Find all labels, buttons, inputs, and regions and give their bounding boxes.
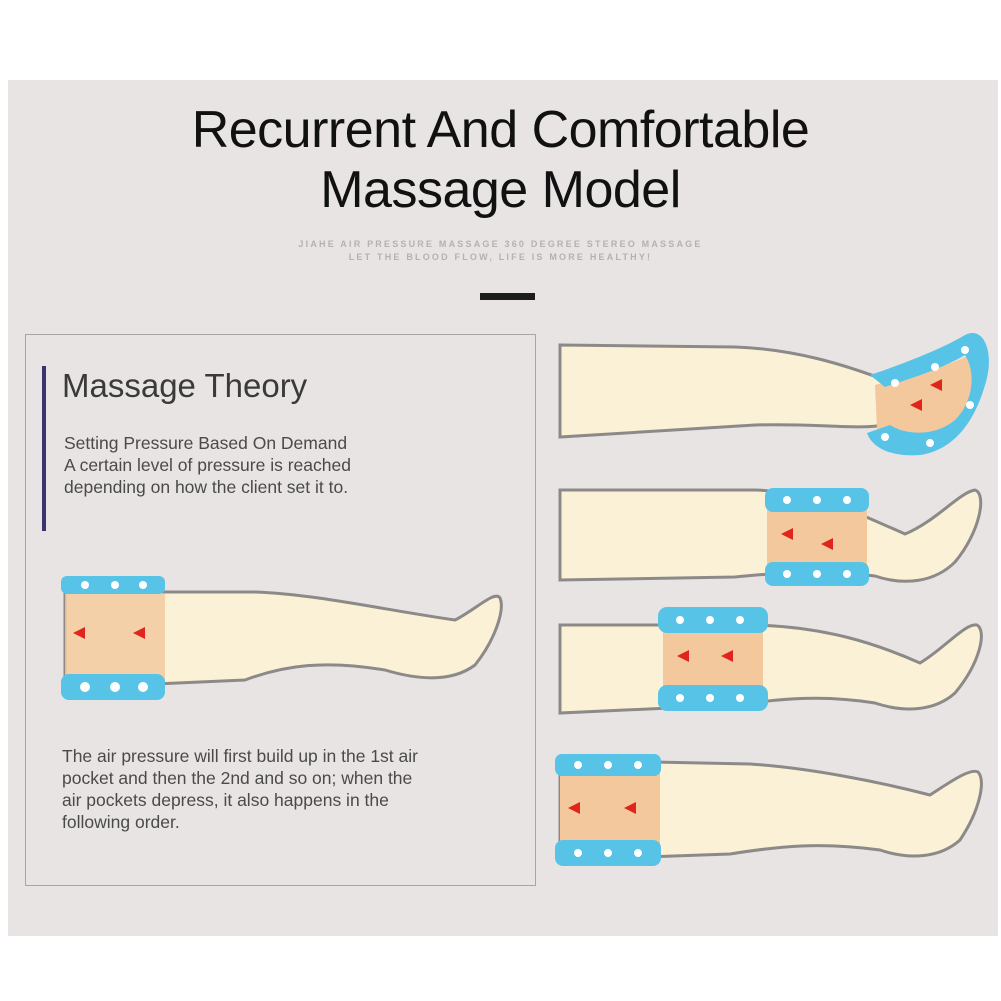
leg-illustration-thigh: [555, 754, 983, 866]
subtitle-line-2: LET THE BLOOD FLOW, LIFE IS MORE HEALTHY…: [348, 252, 653, 262]
theory-box: [25, 334, 536, 886]
note-line-2: pocket and then the 2nd and so on; when …: [62, 768, 413, 788]
leg-shape: [558, 343, 887, 439]
air-cuff-foot: [867, 333, 989, 456]
subtitle: JIAHE AIR PRESSURE MASSAGE 360 DEGREE ST…: [0, 238, 1001, 264]
leg-shape: [558, 623, 983, 715]
title-line-1: Recurrent And Comfortable: [191, 101, 810, 159]
pressure-arrow-icon: [781, 528, 793, 540]
note-line-4: following order.: [62, 812, 180, 832]
title-divider: [480, 293, 535, 300]
pressure-arrow-icon: [568, 802, 580, 814]
pressure-arrow-icon: [133, 627, 145, 639]
pressure-arrow-icon: [677, 650, 689, 662]
pressure-zone: [65, 594, 165, 686]
accent-bar: [42, 366, 46, 531]
leg-illustration-calf: [558, 488, 983, 586]
leg-illustration-main: [61, 576, 503, 700]
pressure-arrow-icon: [721, 650, 733, 662]
pressure-zone: [875, 355, 979, 434]
pressure-zone: [767, 506, 867, 566]
subtitle-line-1: JIAHE AIR PRESSURE MASSAGE 360 DEGREE ST…: [298, 239, 703, 249]
theory-heading: Massage Theory: [62, 367, 308, 404]
note-line-3: air pockets depress, it also happens in …: [62, 790, 389, 810]
leg-illustration-knee: [558, 607, 983, 715]
pressure-arrow-icon: [930, 379, 942, 391]
theory-description: Setting Pressure Based On Demand A certa…: [64, 432, 464, 498]
leg-illustration-foot: [558, 333, 989, 456]
pressure-arrow-icon: [821, 538, 833, 550]
note-line-1: The air pressure will first build up in …: [62, 746, 418, 766]
pressure-note: The air pressure will first build up in …: [62, 745, 502, 833]
pressure-arrow-icon: [73, 627, 85, 639]
leg-shape: [63, 590, 503, 690]
pressure-arrow-icon: [910, 399, 922, 411]
theory-line-1: Setting Pressure Based On Demand: [64, 433, 348, 453]
theory-line-3: depending on how the client set it to.: [64, 477, 349, 497]
theory-line-2: A certain level of pressure is reached: [64, 455, 351, 475]
title-line-2: Massage Model: [320, 161, 681, 219]
leg-shape: [558, 758, 983, 862]
page-title: Recurrent And Comfortable Massage Model: [0, 100, 1001, 220]
pressure-arrow-icon: [624, 802, 636, 814]
